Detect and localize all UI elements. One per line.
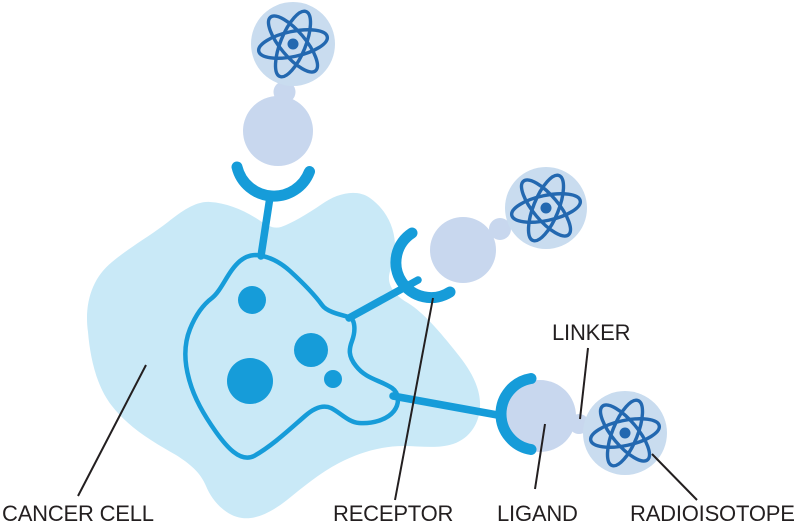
leader-line-cancer-cell — [77, 364, 147, 497]
leader-line-receptor — [394, 297, 434, 501]
cell-nucleus-dot — [324, 370, 342, 388]
ligand-label: LIGAND — [497, 501, 578, 526]
linker-neck — [489, 218, 511, 240]
ligand-ball — [243, 96, 313, 166]
drug-complex-right — [495, 373, 667, 475]
receptor-stem — [389, 392, 507, 420]
drug-complex-top — [231, 2, 335, 202]
receptor-label: RECEPTOR — [333, 501, 453, 526]
radioisotope-label: RADIOISOTOPE — [630, 501, 795, 526]
ligand-ball — [430, 217, 496, 283]
linker-label: LINKER — [552, 320, 630, 345]
drug-complex-upper-right — [390, 167, 587, 304]
receptor-stem — [257, 193, 274, 260]
cancer-cell-label: CANCER CELL — [2, 501, 154, 526]
leader-line-radioisotope — [651, 453, 698, 501]
receptor-cup-icon — [495, 373, 537, 455]
ligand-ball — [504, 380, 576, 452]
receptor-cup-icon — [390, 227, 456, 304]
leader-line-ligand — [534, 423, 546, 490]
cancer-cell-body — [87, 192, 481, 519]
cell-nucleus-dot — [227, 358, 273, 404]
cell-nucleus-dot — [294, 333, 328, 367]
cell-nucleus-dot — [238, 286, 266, 314]
receptor-cup-icon — [231, 161, 315, 202]
leader-line-linker — [579, 347, 589, 420]
